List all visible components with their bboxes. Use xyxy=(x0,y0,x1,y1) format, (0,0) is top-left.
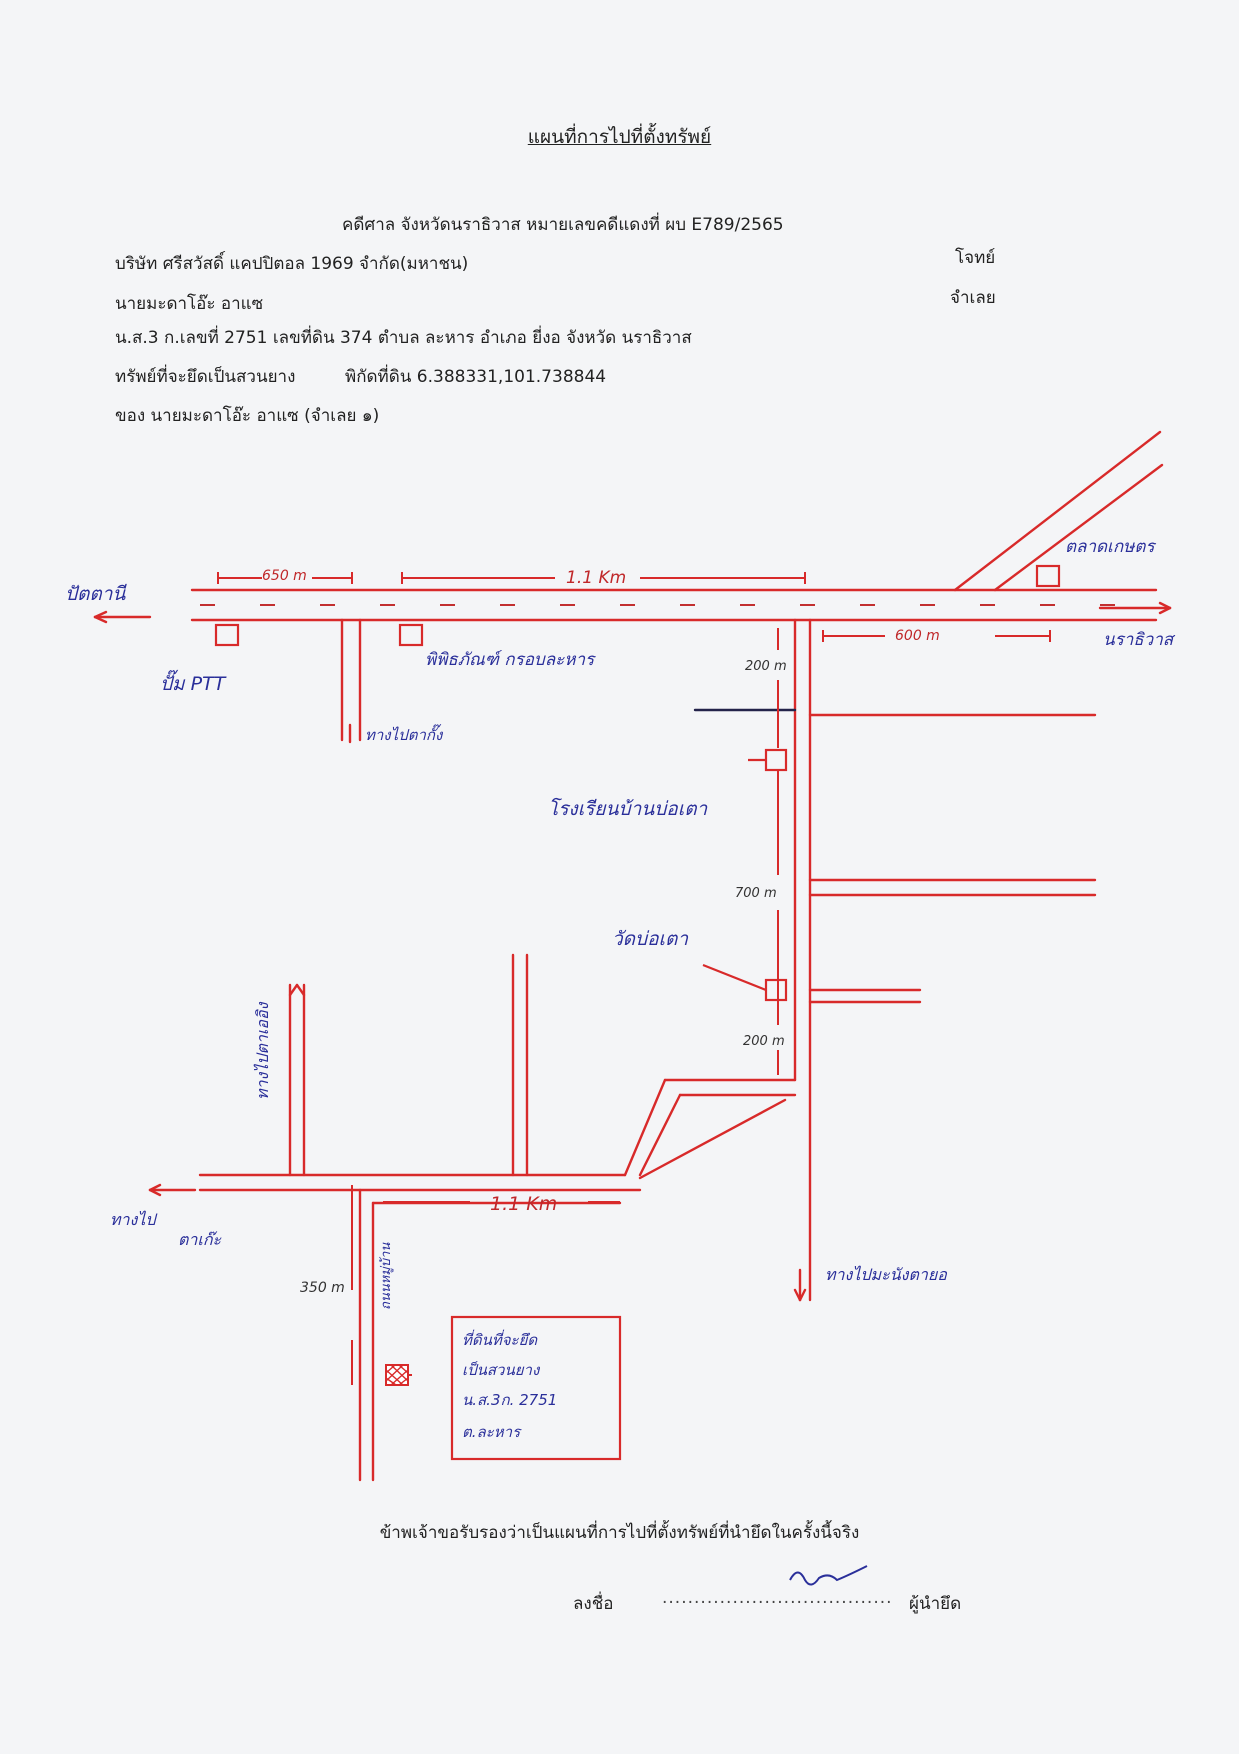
label-bottom-left-2: ตาเก๊ะ xyxy=(178,1230,223,1249)
dist-700: 700 m xyxy=(735,886,777,901)
page-title: แผนที่การไปที่ตั้งทรัพย์ xyxy=(527,126,712,148)
diag-arrow-line xyxy=(638,1098,787,1180)
market-road-edge-1 xyxy=(953,430,1162,592)
landmarks xyxy=(214,564,1061,1461)
asset-coordinates: พิกัดที่ดิน 6.388331,101.738844 xyxy=(345,367,607,387)
note-line-1: ที่ดินที่จะยึด xyxy=(462,1329,538,1349)
signer-role: ผู้นำยึด xyxy=(909,1594,962,1614)
dist-600: 600 m xyxy=(895,628,940,644)
label-to-road-top: ทางไปตากั๊ง xyxy=(365,724,444,744)
label-bottom-right: ทางไปมะนังตายอ xyxy=(825,1265,948,1284)
owner-line: ของ นายมะดาโอ๊ะ อาแซ (จำเลย ๑) xyxy=(115,406,380,426)
note-line-2: เป็นสวนยาง xyxy=(462,1361,541,1379)
label-museum: พิพิธภัณฑ์ กรอบละหาร xyxy=(425,650,596,670)
map-labels: ปัตตานี นราธิวาส ตลาดเกษตร ปั๊ม PTT พิพิ… xyxy=(65,537,1176,1441)
distance-labels: 650 m 1.1 Km 600 m 200 m 700 m 200 m 1.1… xyxy=(262,568,940,1296)
dist-200a: 200 m xyxy=(745,659,787,674)
dist-1-1-top: 1.1 Km xyxy=(566,568,626,588)
dist-1-1-bottom: 1.1 Km xyxy=(490,1193,557,1215)
label-temple: วัดบ่อเตา xyxy=(612,928,689,950)
signature-mark xyxy=(789,1565,868,1586)
museum-marker xyxy=(398,623,424,647)
sign-label: ลงชื่อ xyxy=(573,1594,614,1614)
diag-2 xyxy=(638,1093,682,1177)
label-to-narathiwat: นราธิวาส xyxy=(1103,630,1176,650)
dist-650: 650 m xyxy=(262,568,307,584)
defendant-name: นายมะดาโอ๊ะ อาแซ xyxy=(115,294,264,314)
note-line-4: ต.ละหาร xyxy=(462,1423,522,1441)
defendant-role: จำเลย xyxy=(950,288,996,308)
plaintiff-name: บริษัท ศรีสวัสดิ์ แคปปิตอล 1969 จำกัด(มห… xyxy=(115,254,469,274)
temple-marker xyxy=(764,978,788,1002)
diag-1 xyxy=(623,1078,667,1177)
market-road-edge-2 xyxy=(993,463,1164,592)
land-plot-icon xyxy=(385,1364,412,1386)
label-to-pattani: ปัตตานี xyxy=(65,583,127,605)
deed-line: น.ส.3 ก.เลขที่ 2751 เลขที่ดิน 374 ตำบล ล… xyxy=(115,328,692,348)
land-note-box xyxy=(450,1315,622,1461)
dist-350: 350 m xyxy=(300,1280,345,1296)
signature-line: .................................... xyxy=(662,1588,893,1608)
dist-200b: 200 m xyxy=(743,1034,785,1049)
label-school: โรงเรียนบ้านบ่อเตา xyxy=(548,797,709,820)
asset-label: ทรัพย์ที่จะยึดเป็นสวนยาง xyxy=(115,367,296,387)
ptt-marker xyxy=(214,623,240,647)
label-village-road: ถนนหมู่บ้าน xyxy=(379,1242,394,1310)
label-market: ตลาดเกษตร xyxy=(1065,537,1156,557)
label-to-road-left-vertical: ทางไปตาเออิง xyxy=(253,1001,272,1100)
label-bottom-left-1: ทางไป xyxy=(110,1210,158,1229)
distance-markers xyxy=(217,572,1051,1385)
note-line-3: น.ส.3ก. 2751 xyxy=(462,1391,557,1409)
school-marker xyxy=(764,748,788,772)
plaintiff-role: โจทย์ xyxy=(955,248,996,268)
certification-text: ข้าพเจ้าขอรับรองว่าเป็นแผนที่การไปที่ตั้… xyxy=(379,1523,860,1543)
label-ptt: ปั๊ม PTT xyxy=(160,669,227,695)
market-marker xyxy=(1035,564,1061,588)
case-line: คดีศาล จังหวัดนราธิวาส หมายเลขคดีแดงที่ … xyxy=(342,215,784,235)
road-network xyxy=(93,430,1172,1482)
